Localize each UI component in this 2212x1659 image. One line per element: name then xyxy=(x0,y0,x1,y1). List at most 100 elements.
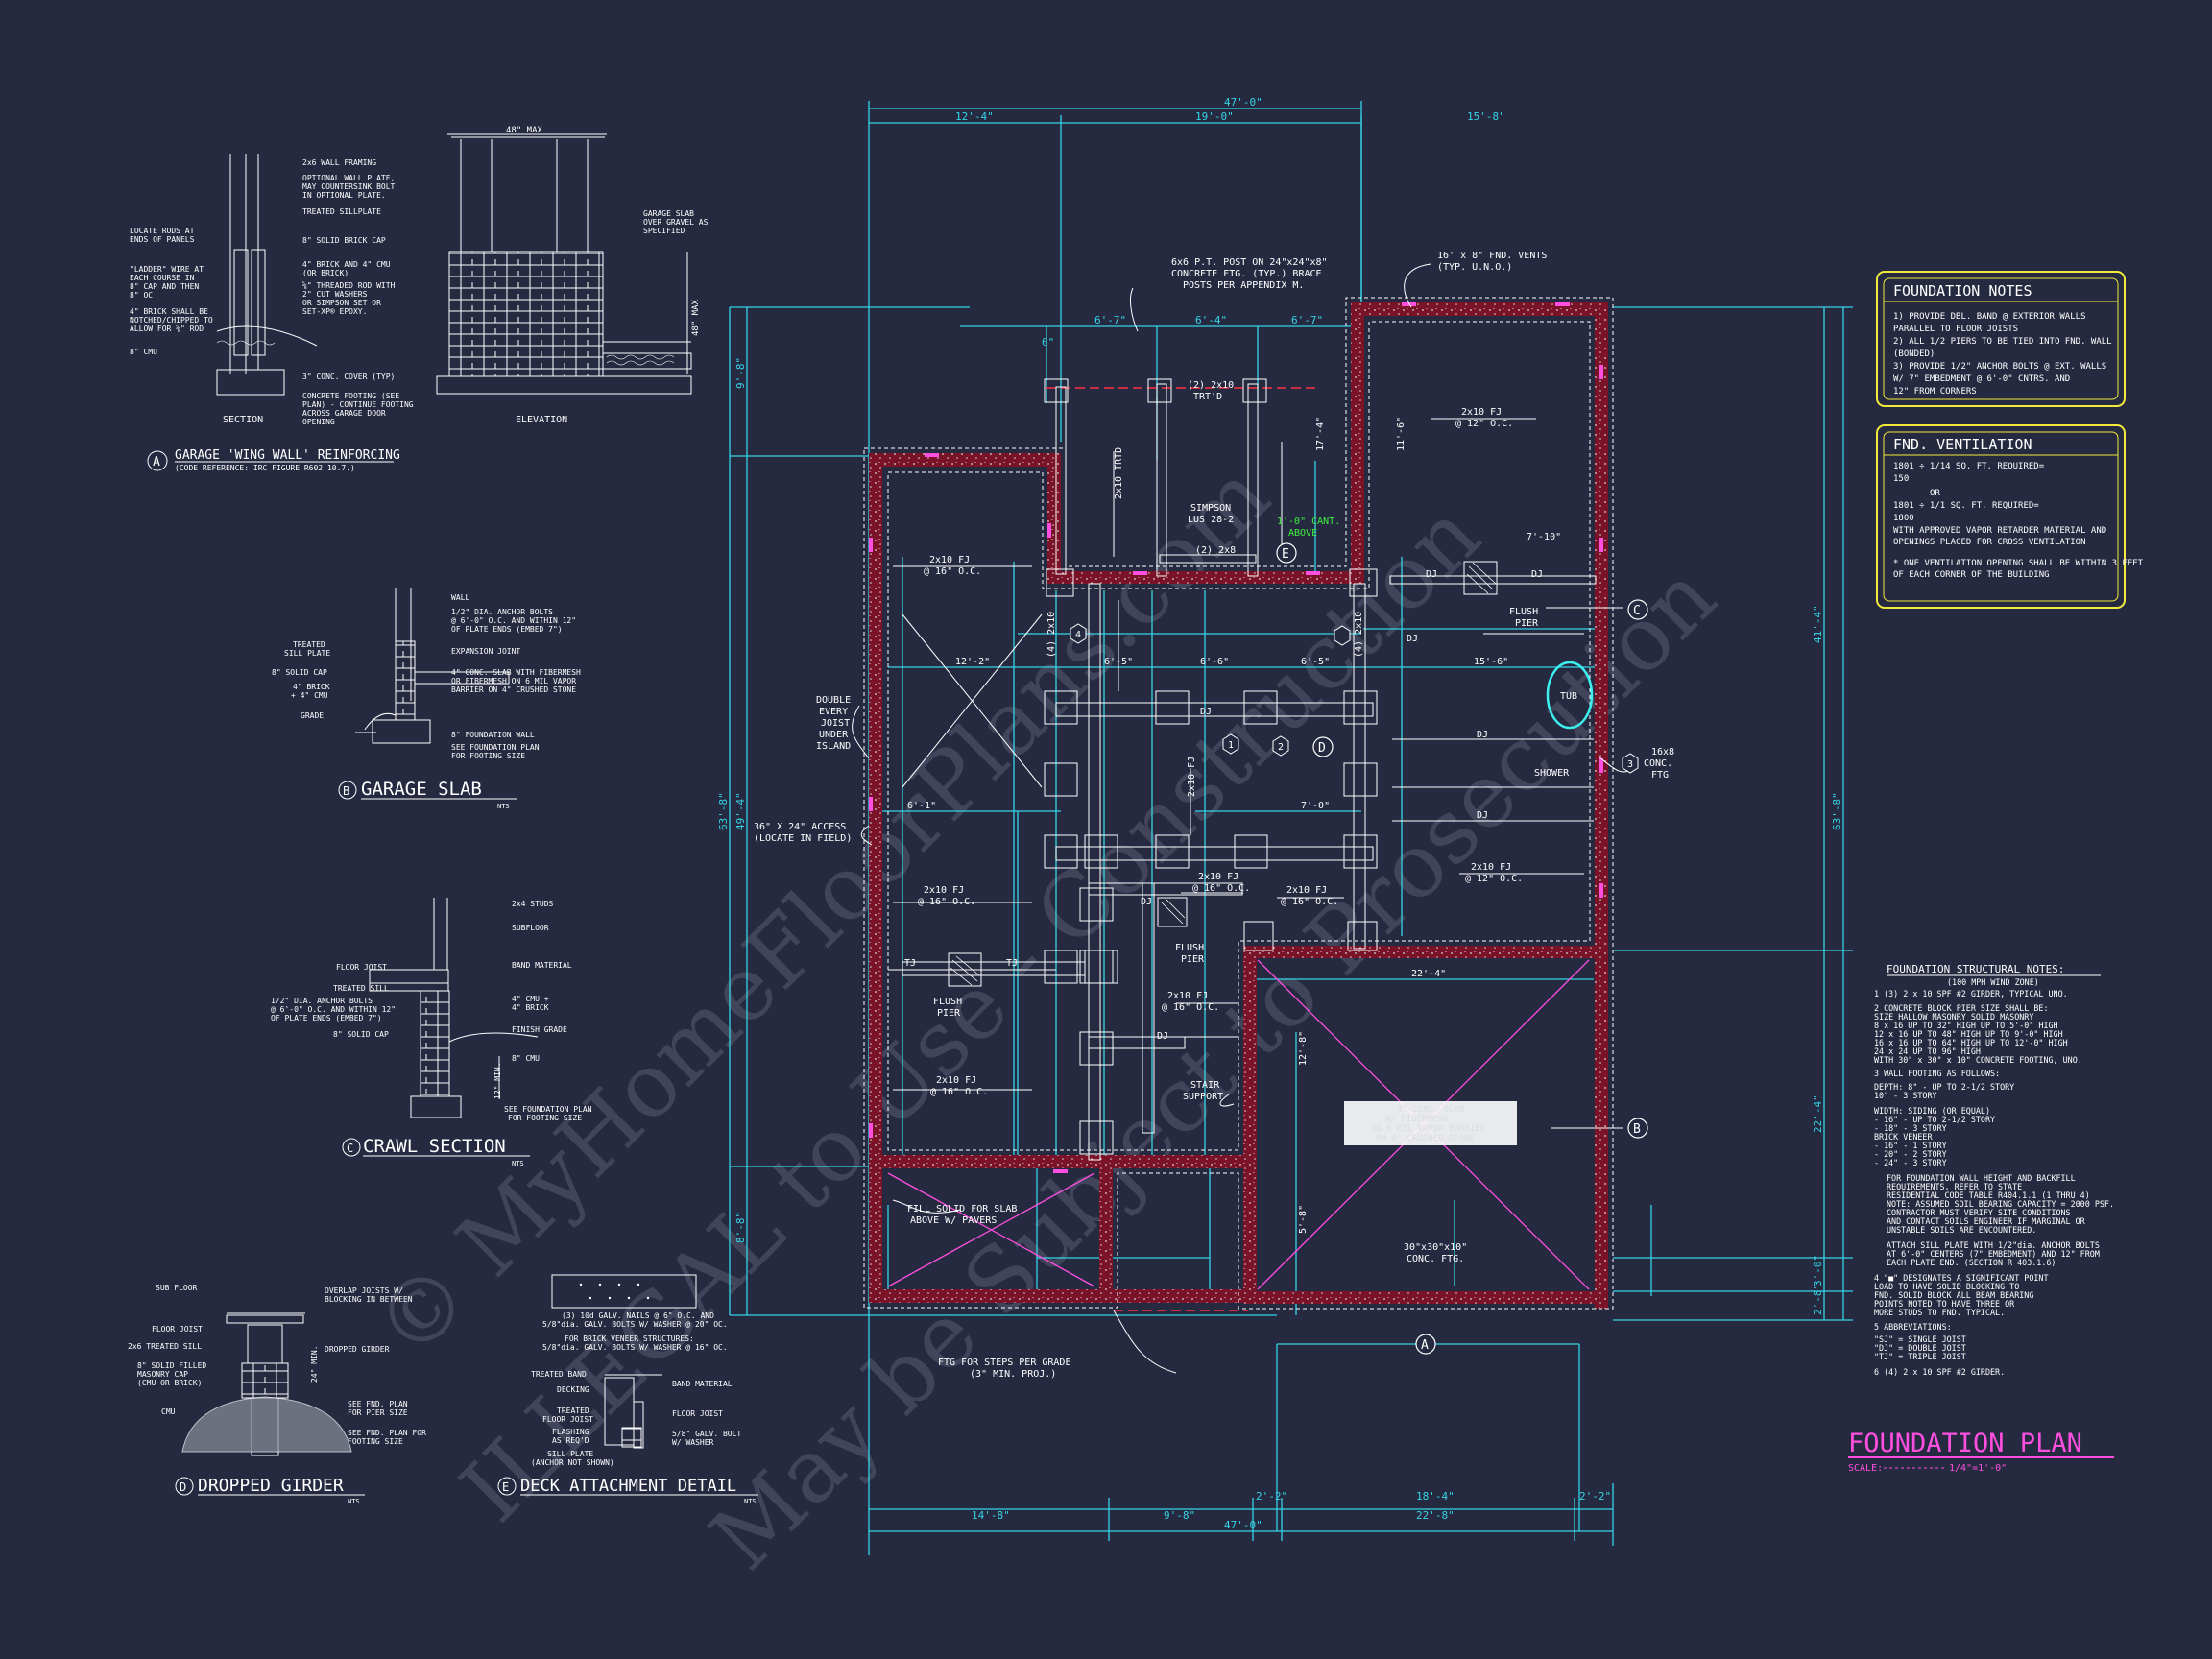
dj-8: DJ xyxy=(1141,897,1152,907)
fill-solid-2: ABOVE W/ PAVERS xyxy=(910,1215,997,1226)
dc-0: 2x4 STUDS xyxy=(512,900,554,908)
sn-21: NOTE: ASSUMED SOIL BEARING CAPACITY = 20… xyxy=(1887,1199,2114,1209)
access-1: 36" X 24" ACCESS xyxy=(754,822,846,832)
detail-b: WALL 1/2" DIA. ANCHOR BOLTS @ 6'-0" O.C.… xyxy=(272,588,581,810)
de-13: FLOOR JOIST xyxy=(672,1409,723,1418)
dj-7: DJ xyxy=(1200,707,1212,717)
dim-top2-c: 6'-7" xyxy=(1291,314,1323,326)
flush-pier-mid-1: FLUSH xyxy=(1175,943,1204,953)
dc-6: 8" CMU xyxy=(512,1054,540,1063)
flush-pier-mid-2: PIER xyxy=(1181,954,1205,965)
grid-b: B xyxy=(1633,1122,1641,1137)
double-joist-4: UNDER xyxy=(819,730,849,740)
dd-4: 2x6 TREATED SILL xyxy=(128,1342,202,1351)
da-m4: TREATED SILLPLATE xyxy=(302,207,381,216)
scale-label: SCALE: xyxy=(1848,1463,1883,1474)
fj-mid-2: @ 16" O.C. xyxy=(1192,883,1250,894)
dim-right-a: 41'-4" xyxy=(1812,605,1824,643)
dd-2: BLOCKING IN BETWEEN xyxy=(325,1295,413,1304)
fj-right-2: @ 12" O.C. xyxy=(1465,874,1523,884)
de-11: (ANCHOR NOT SHOWN) xyxy=(531,1458,614,1467)
conc-30-1: 30"x30"x10" xyxy=(1404,1242,1467,1253)
sn-7: WITH 30" x 30" x 10" CONCRETE FOOTING, U… xyxy=(1874,1055,2082,1065)
dd-11: SEE FND. PLAN xyxy=(348,1400,408,1408)
sn-30: FND. SOLID BLOCK ALL BEAM BEARING xyxy=(1874,1290,2033,1300)
sn-0: 1 (3) 2 x 10 SPF #2 GIRDER, TYPICAL UNO. xyxy=(1874,989,2068,998)
sn-26: AT 6'-0" CENTERS (7" EMBEDMENT) AND 12" … xyxy=(1887,1249,2100,1259)
db-7: BARRIER ON 4" CRUSHED STONE xyxy=(451,685,576,694)
fj-low-2: @ 16" O.C. xyxy=(1162,1002,1219,1013)
db-1: 1/2" DIA. ANCHOR BOLTS xyxy=(451,608,553,616)
sn-35: "DJ" = DOUBLE JOIST xyxy=(1874,1343,1966,1353)
dd-nts: NTS xyxy=(348,1498,360,1505)
flush-pier-left-1: FLUSH xyxy=(933,997,962,1007)
tag-2: 2 xyxy=(1278,742,1284,753)
da-m10: OR SIMPSON SET OR xyxy=(302,299,381,307)
dc-title: CRAWL SECTION xyxy=(363,1136,506,1157)
porch-dashed xyxy=(1046,387,1315,1311)
simpson-1: SIMPSON xyxy=(1190,503,1231,514)
post-note-1: 6x6 P.T. POST ON 24"x24"x8" xyxy=(1171,257,1328,268)
vents-note-2: (TYP. U.N.O.) xyxy=(1437,262,1512,273)
dj-2: DJ xyxy=(1531,569,1543,580)
dd-14: FOOTING SIZE xyxy=(348,1437,403,1446)
de-14: 5/8" GALV. BOLT xyxy=(672,1430,741,1438)
dd-3: FLOOR JOIST xyxy=(152,1325,203,1334)
fj-low-1: 2x10 FJ xyxy=(1167,991,1208,1001)
db-letter: B xyxy=(343,784,349,798)
de-1: 5/8"dia. GALV. BOLTS W/ WASHER @ 20" OC. xyxy=(542,1320,728,1329)
dc-4: 4" BRICK xyxy=(512,1003,549,1012)
sn-title: FOUNDATION STRUCTURAL NOTES: xyxy=(1887,963,2064,975)
dim-5-8: 5'-8" xyxy=(1298,1205,1309,1234)
da-l6: 4" BRICK SHALL BE xyxy=(130,307,208,316)
conc-30-2: CONC. FTG. xyxy=(1407,1254,1464,1264)
db-8: 8" FOUNDATION WALL xyxy=(451,731,535,739)
db-l1: SILL PLATE xyxy=(284,649,330,658)
sn-15: - 16" - 1 STORY xyxy=(1874,1141,1947,1150)
da-l8: ALLOW FOR ⅝" ROD xyxy=(130,325,204,333)
da-m9: 2" CUT WASHERS xyxy=(302,290,368,299)
sn-11: WIDTH: SIDING (OR EQUAL) xyxy=(1874,1106,1990,1116)
dd-7: MASONRY CAP xyxy=(137,1370,188,1379)
foundation-walls xyxy=(869,302,1608,1309)
trtd-2x10: 2x10 TRTD xyxy=(1114,447,1124,499)
db-0: WALL xyxy=(451,593,469,602)
sn-37: 6 (4) 2 x 10 SPF #2 GIRDER. xyxy=(1874,1367,2005,1377)
cant-2: ABOVE xyxy=(1288,528,1317,539)
double-joist-3: JOIST xyxy=(821,718,850,729)
fj-top-right-1: 2x10 FJ xyxy=(1461,407,1502,418)
da-l3: EACH COURSE IN xyxy=(130,274,195,282)
da-m5: 8" SOLID BRICK CAP xyxy=(302,236,386,245)
da-l9: 8" CMU xyxy=(130,348,157,356)
conc-ftg-3: FTG xyxy=(1651,770,1669,781)
slab-note-4: ON 4" CRUSHED STONE xyxy=(1376,1134,1475,1143)
sn-28: 4 "■" DESIGNATES A SIGNIFICANT POINT xyxy=(1874,1273,2049,1283)
scale-value: 1/4"=1'-0" xyxy=(1949,1463,2007,1474)
da-l1: ENDS OF PANELS xyxy=(130,235,195,244)
foundation-notes-title: FOUNDATION NOTES xyxy=(1893,282,2032,300)
simpson-2: LUS 28-2 xyxy=(1188,515,1234,525)
db-nts: NTS xyxy=(497,803,510,810)
dd-1: OVERLAP JOISTS W/ xyxy=(325,1286,403,1295)
da-r1: OVER GRAVEL AS xyxy=(643,218,709,227)
da-m15: ACROSS GARAGE DOOR xyxy=(302,409,386,418)
fv-2: 150 xyxy=(1893,474,1909,484)
pier-hatching xyxy=(950,562,1497,986)
dim-6-5a: 6'-5" xyxy=(1104,657,1133,667)
slab-note-1: 4" CONC. SLAB xyxy=(1397,1105,1464,1115)
dim-6-6: 6'-6" xyxy=(1200,657,1229,667)
da-section: SECTION xyxy=(223,415,263,425)
sn-2: SIZE HALLOW MASONRY SOLID MASONRY xyxy=(1874,1012,2033,1022)
vent-markers xyxy=(869,302,1603,1173)
sn-17: - 24" - 3 STORY xyxy=(1874,1158,1947,1167)
dd-0: SUB FLOOR xyxy=(156,1284,198,1292)
sn-1: 2 CONCRETE BLOCK PIER SIZE SHALL BE: xyxy=(1874,1003,2049,1013)
dim-bot-f: 2'-2" xyxy=(1579,1490,1611,1503)
post-note-3: POSTS PER APPENDIX M. xyxy=(1183,280,1304,291)
sn-31: POINTS NOTED TO HAVE THREE OR xyxy=(1874,1299,2015,1309)
de-12: BAND MATERIAL xyxy=(672,1380,733,1388)
joist-arrows xyxy=(888,384,1594,1091)
tub-outline xyxy=(1546,661,1594,730)
dim-left-c: 8'-8" xyxy=(734,1212,747,1243)
fv-1: 1801 ÷ 1/14 SQ. FT. REQUIRED= xyxy=(1893,462,2045,471)
